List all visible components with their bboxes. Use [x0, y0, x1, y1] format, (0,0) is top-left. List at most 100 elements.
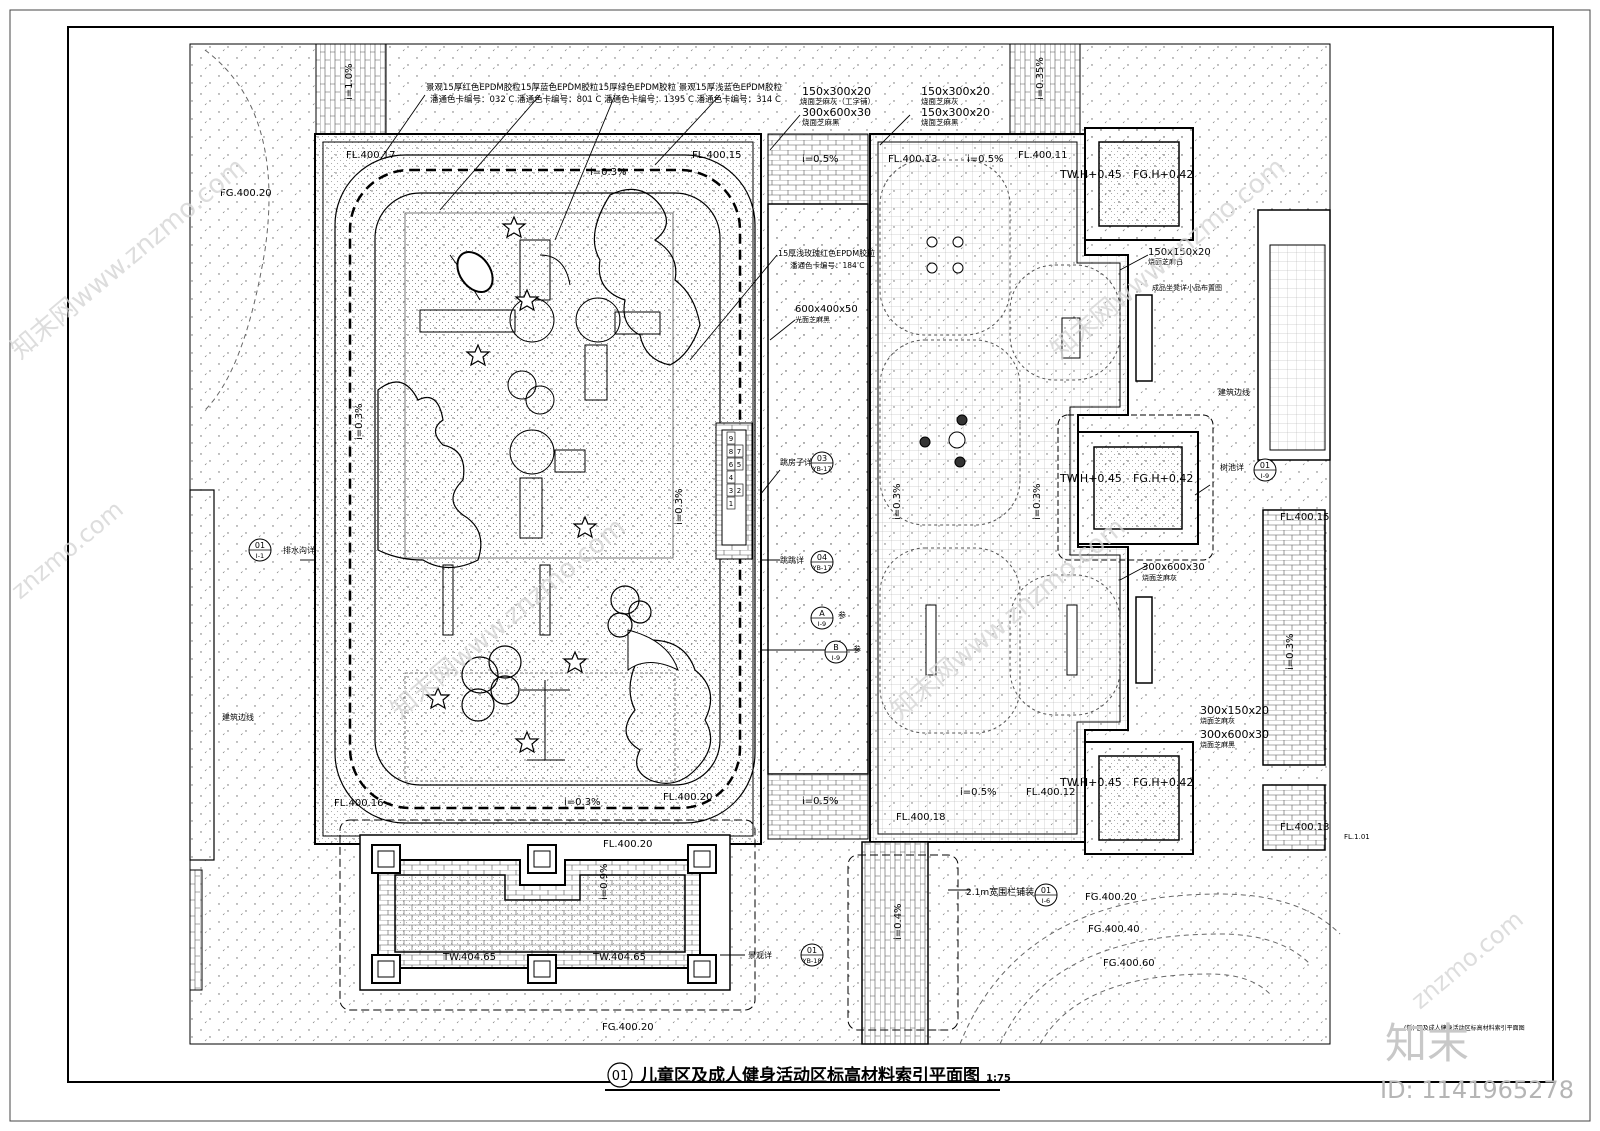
- hopscotch-number: 9: [729, 435, 733, 443]
- hopscotch-number: 7: [737, 448, 741, 456]
- paving-label-7-size: 300x600x30: [1142, 562, 1205, 573]
- paving-label-5-size: 600x400x50: [795, 304, 858, 315]
- slope-s12: i=0.9%: [599, 863, 610, 900]
- hopscotch-cell: [726, 470, 736, 484]
- elev-fl-40018: FL.400.18: [896, 812, 946, 823]
- paving-label-6-desc: 烧面芝麻白: [1148, 257, 1183, 266]
- slope-s4: i=0.5%: [802, 154, 839, 165]
- fitness-equipment: [919, 236, 1081, 676]
- paving-label-3-size: 150x300x20: [921, 85, 990, 98]
- paving-label-9-size: 300x600x30: [1200, 728, 1269, 741]
- planter-boxes: [1077, 127, 1199, 855]
- bottom-brick-path-dash: [847, 854, 959, 1031]
- note-ref-a: 参: [838, 610, 846, 620]
- epdm-red-label: 15厚浅玫瑰红色EPDM胶粒: [778, 248, 875, 258]
- slope-s9: i=0.3%: [1032, 483, 1043, 520]
- note-fence: 2.1m宽围栏铺装: [966, 886, 1034, 898]
- elev-fg-40060: FG.400.60: [1103, 958, 1155, 969]
- star-decorations: [425, 215, 598, 754]
- outer-frame: [9, 9, 1591, 1122]
- hopscotch-number: 6: [729, 461, 734, 469]
- title-scale: 1:75: [986, 1073, 1011, 1084]
- elev-fg-bot: FG.H+0.42: [1133, 776, 1193, 789]
- note-drain: 排水沟详: [283, 545, 315, 555]
- building-strip-left: [189, 489, 215, 861]
- elev-tw-40465-a: TW.404.65: [442, 952, 496, 963]
- index-mark-number: B: [833, 643, 839, 652]
- slope-s15: i=0.3%: [564, 797, 601, 808]
- wall-pillars: [371, 844, 717, 984]
- paving-label-4-size: 150x300x20: [921, 106, 990, 119]
- slope-s1: i=1.0%: [344, 63, 355, 100]
- note-ref-b: 参: [853, 644, 861, 654]
- elev-fl-40015: FL.400.15: [692, 150, 742, 161]
- elev-fg-top: FG.H+0.42: [1133, 168, 1193, 181]
- elev-tw-bot: TW.H+0.45: [1059, 776, 1122, 789]
- building-right-stair: [1269, 244, 1326, 451]
- index-mark-number: 01: [1041, 886, 1051, 895]
- note-landscape: 景观详: [748, 950, 772, 960]
- right-brick-path-2: [1262, 784, 1326, 851]
- wall-feature-inner: [394, 874, 686, 953]
- elev-fl-40013-r: FL.400.13: [1280, 822, 1330, 833]
- elev-fl-40020-a: FL.400.20: [663, 792, 713, 803]
- title-index: 01: [612, 1069, 629, 1084]
- index-mark-number: 01: [255, 541, 265, 550]
- moon-shape: [627, 629, 679, 671]
- hopscotch-cell: [726, 431, 736, 445]
- slope-s2: i=0.35%: [1035, 57, 1046, 100]
- elev-fl-40020-b: FL.400.20: [603, 839, 653, 850]
- note-bench: 成品坐凳详小品布置图: [1152, 283, 1222, 292]
- elev-fl-40013: FL.400.13: [888, 154, 938, 165]
- elev-fg-40020-b: FG.400.20: [1085, 892, 1137, 903]
- watermark-site-6: znzmo.com: [1406, 905, 1529, 1014]
- paving-label-3-desc: 烧面芝麻灰: [921, 96, 959, 106]
- elev-fg-40040: FG.400.40: [1088, 924, 1140, 935]
- running-track-dash: [348, 168, 742, 810]
- swing-set: [442, 564, 570, 761]
- paving-label-8-desc: 烧面芝麻灰: [1200, 716, 1235, 725]
- watermark-id: ID: 1141965278: [1380, 1076, 1574, 1104]
- fitness-area-inner: [877, 141, 1121, 835]
- note-building-line-left: 建筑边线: [222, 712, 254, 722]
- epdm-callout-line2: 潘通色卡编号：032 C 潘通色卡编号：801 C 潘通色卡编号：1395 C …: [430, 94, 781, 105]
- fitness-pads: [879, 159, 1121, 734]
- paving-label-7-desc: 烧面芝麻灰: [1142, 573, 1177, 582]
- paving-label-5-desc: 光面芝麻黑: [795, 315, 830, 324]
- middle-strip-bottom: [767, 773, 869, 840]
- path-top-right: [1009, 43, 1081, 135]
- index-mark-number: 03: [817, 454, 827, 463]
- bench-upper: [1135, 294, 1153, 382]
- slope-s13: i=0.4%: [893, 903, 904, 940]
- paving-label-9-desc: 烧面芝麻黑: [1200, 740, 1235, 749]
- slope-s7: i=0.3%: [674, 488, 685, 525]
- index-mark-sheet: I-9: [818, 620, 826, 628]
- hopscotch-number: 2: [737, 487, 741, 495]
- hopscotch-number: 5: [737, 461, 741, 469]
- paving-label-8-size: 300x150x20: [1200, 704, 1269, 717]
- cloud-right-bottom: [625, 639, 712, 784]
- elev-fg-40020-c: FG.400.20: [602, 1022, 654, 1033]
- slope-s6: i=0.3%: [354, 403, 365, 440]
- note-planter: 树池详: [1220, 462, 1244, 472]
- note-jump: 跳跳详: [780, 555, 804, 565]
- play-zone-lower: [404, 672, 676, 782]
- hopscotch-cell: [734, 457, 744, 471]
- elev-fl-40017: FL.400.17: [346, 150, 396, 161]
- hopscotch-cell: [734, 483, 744, 497]
- bench-lower: [1135, 596, 1153, 684]
- wall-feature-dashed: [339, 819, 756, 1011]
- paving-label-1-desc: 烧面芝麻灰（工字铺）: [800, 96, 875, 106]
- middle-planter: [767, 203, 869, 775]
- index-mark-number: 01: [1260, 461, 1270, 470]
- middle-strip-top: [767, 133, 869, 205]
- elev-fg-40020-a: FG.400.20: [220, 188, 272, 199]
- index-mark-sheet: I-1: [256, 552, 264, 560]
- title-text: 儿童区及成人健身活动区标高材料索引平面图: [639, 1065, 980, 1086]
- hopscotch-number: 8: [729, 448, 733, 456]
- epdm-callout-line1: 景观15厚红色EPDM胶粒15厚蓝色EPDM胶粒15厚绿色EPDM胶粒 景观15…: [426, 82, 782, 93]
- slope-s5: i=0.5%: [967, 154, 1004, 165]
- elev-fg-mid: FG.H+0.42: [1133, 472, 1193, 485]
